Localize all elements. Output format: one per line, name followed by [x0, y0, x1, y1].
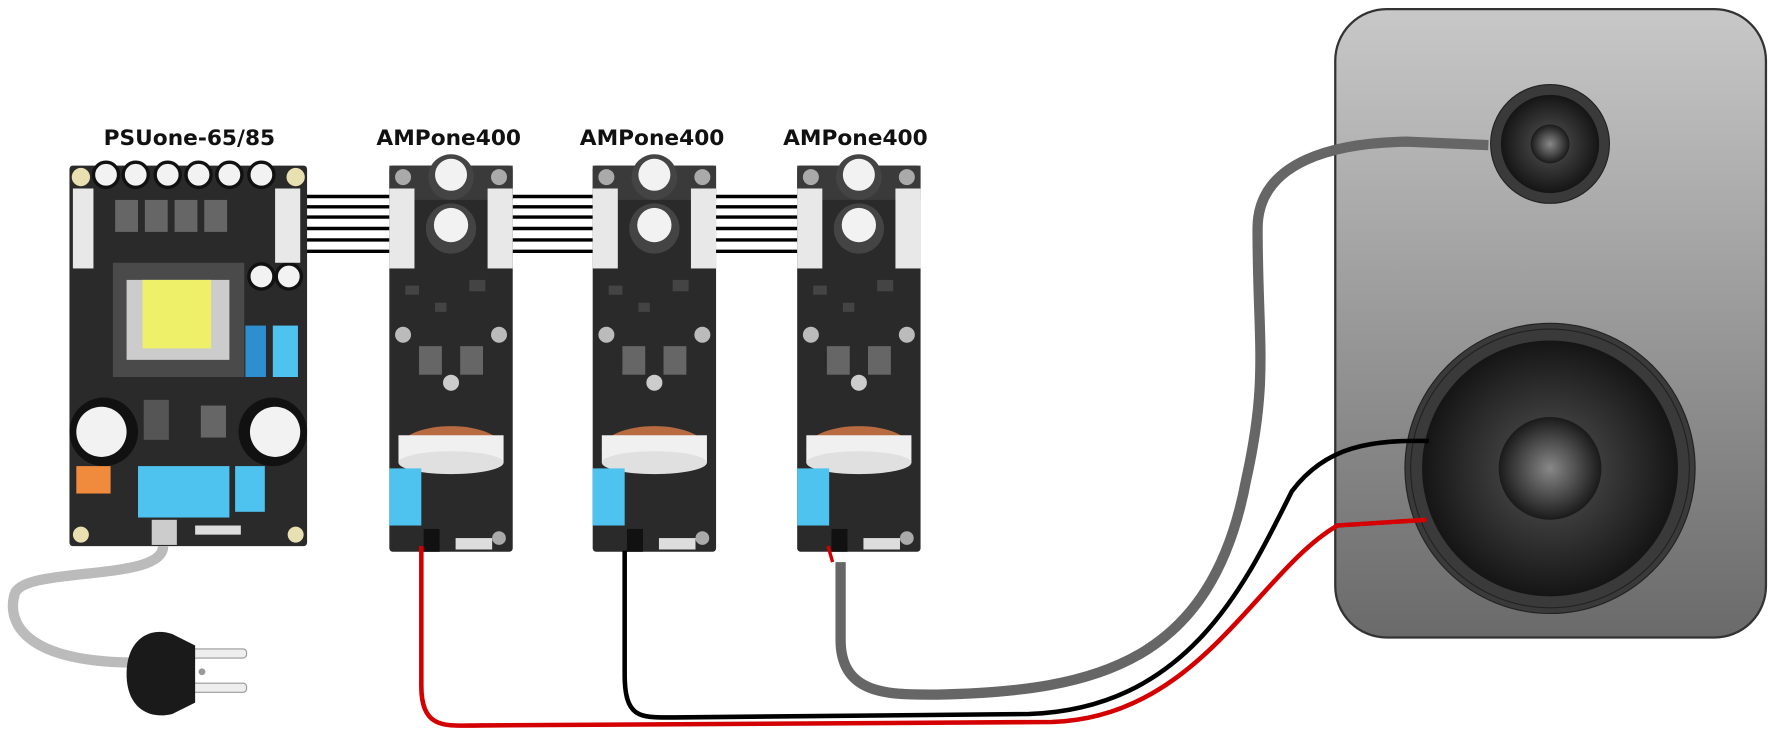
- amp-board-1: [389, 154, 513, 552]
- amp2-label: AMPone400: [580, 126, 725, 151]
- psu-board: [69, 160, 308, 547]
- wire-red-amp1: [419, 517, 1427, 728]
- wire-red-amp3-tail: [826, 545, 835, 563]
- mains-plug-icon: [126, 631, 248, 716]
- amp-board-2: [592, 154, 717, 552]
- wire-grey-amp3: [835, 136, 1489, 700]
- tweeter-icon: [1490, 83, 1611, 204]
- mains-cable: [7, 544, 169, 668]
- amp1-label: AMPone400: [376, 126, 521, 151]
- amp3-label: AMPone400: [783, 126, 928, 151]
- psu-label: PSUone-65/85: [104, 126, 275, 151]
- amp-board-3: [797, 154, 921, 552]
- woofer-icon: [1404, 322, 1696, 615]
- speaker-cabinet: [1334, 7, 1768, 639]
- wire-black-amp2: [622, 438, 1429, 720]
